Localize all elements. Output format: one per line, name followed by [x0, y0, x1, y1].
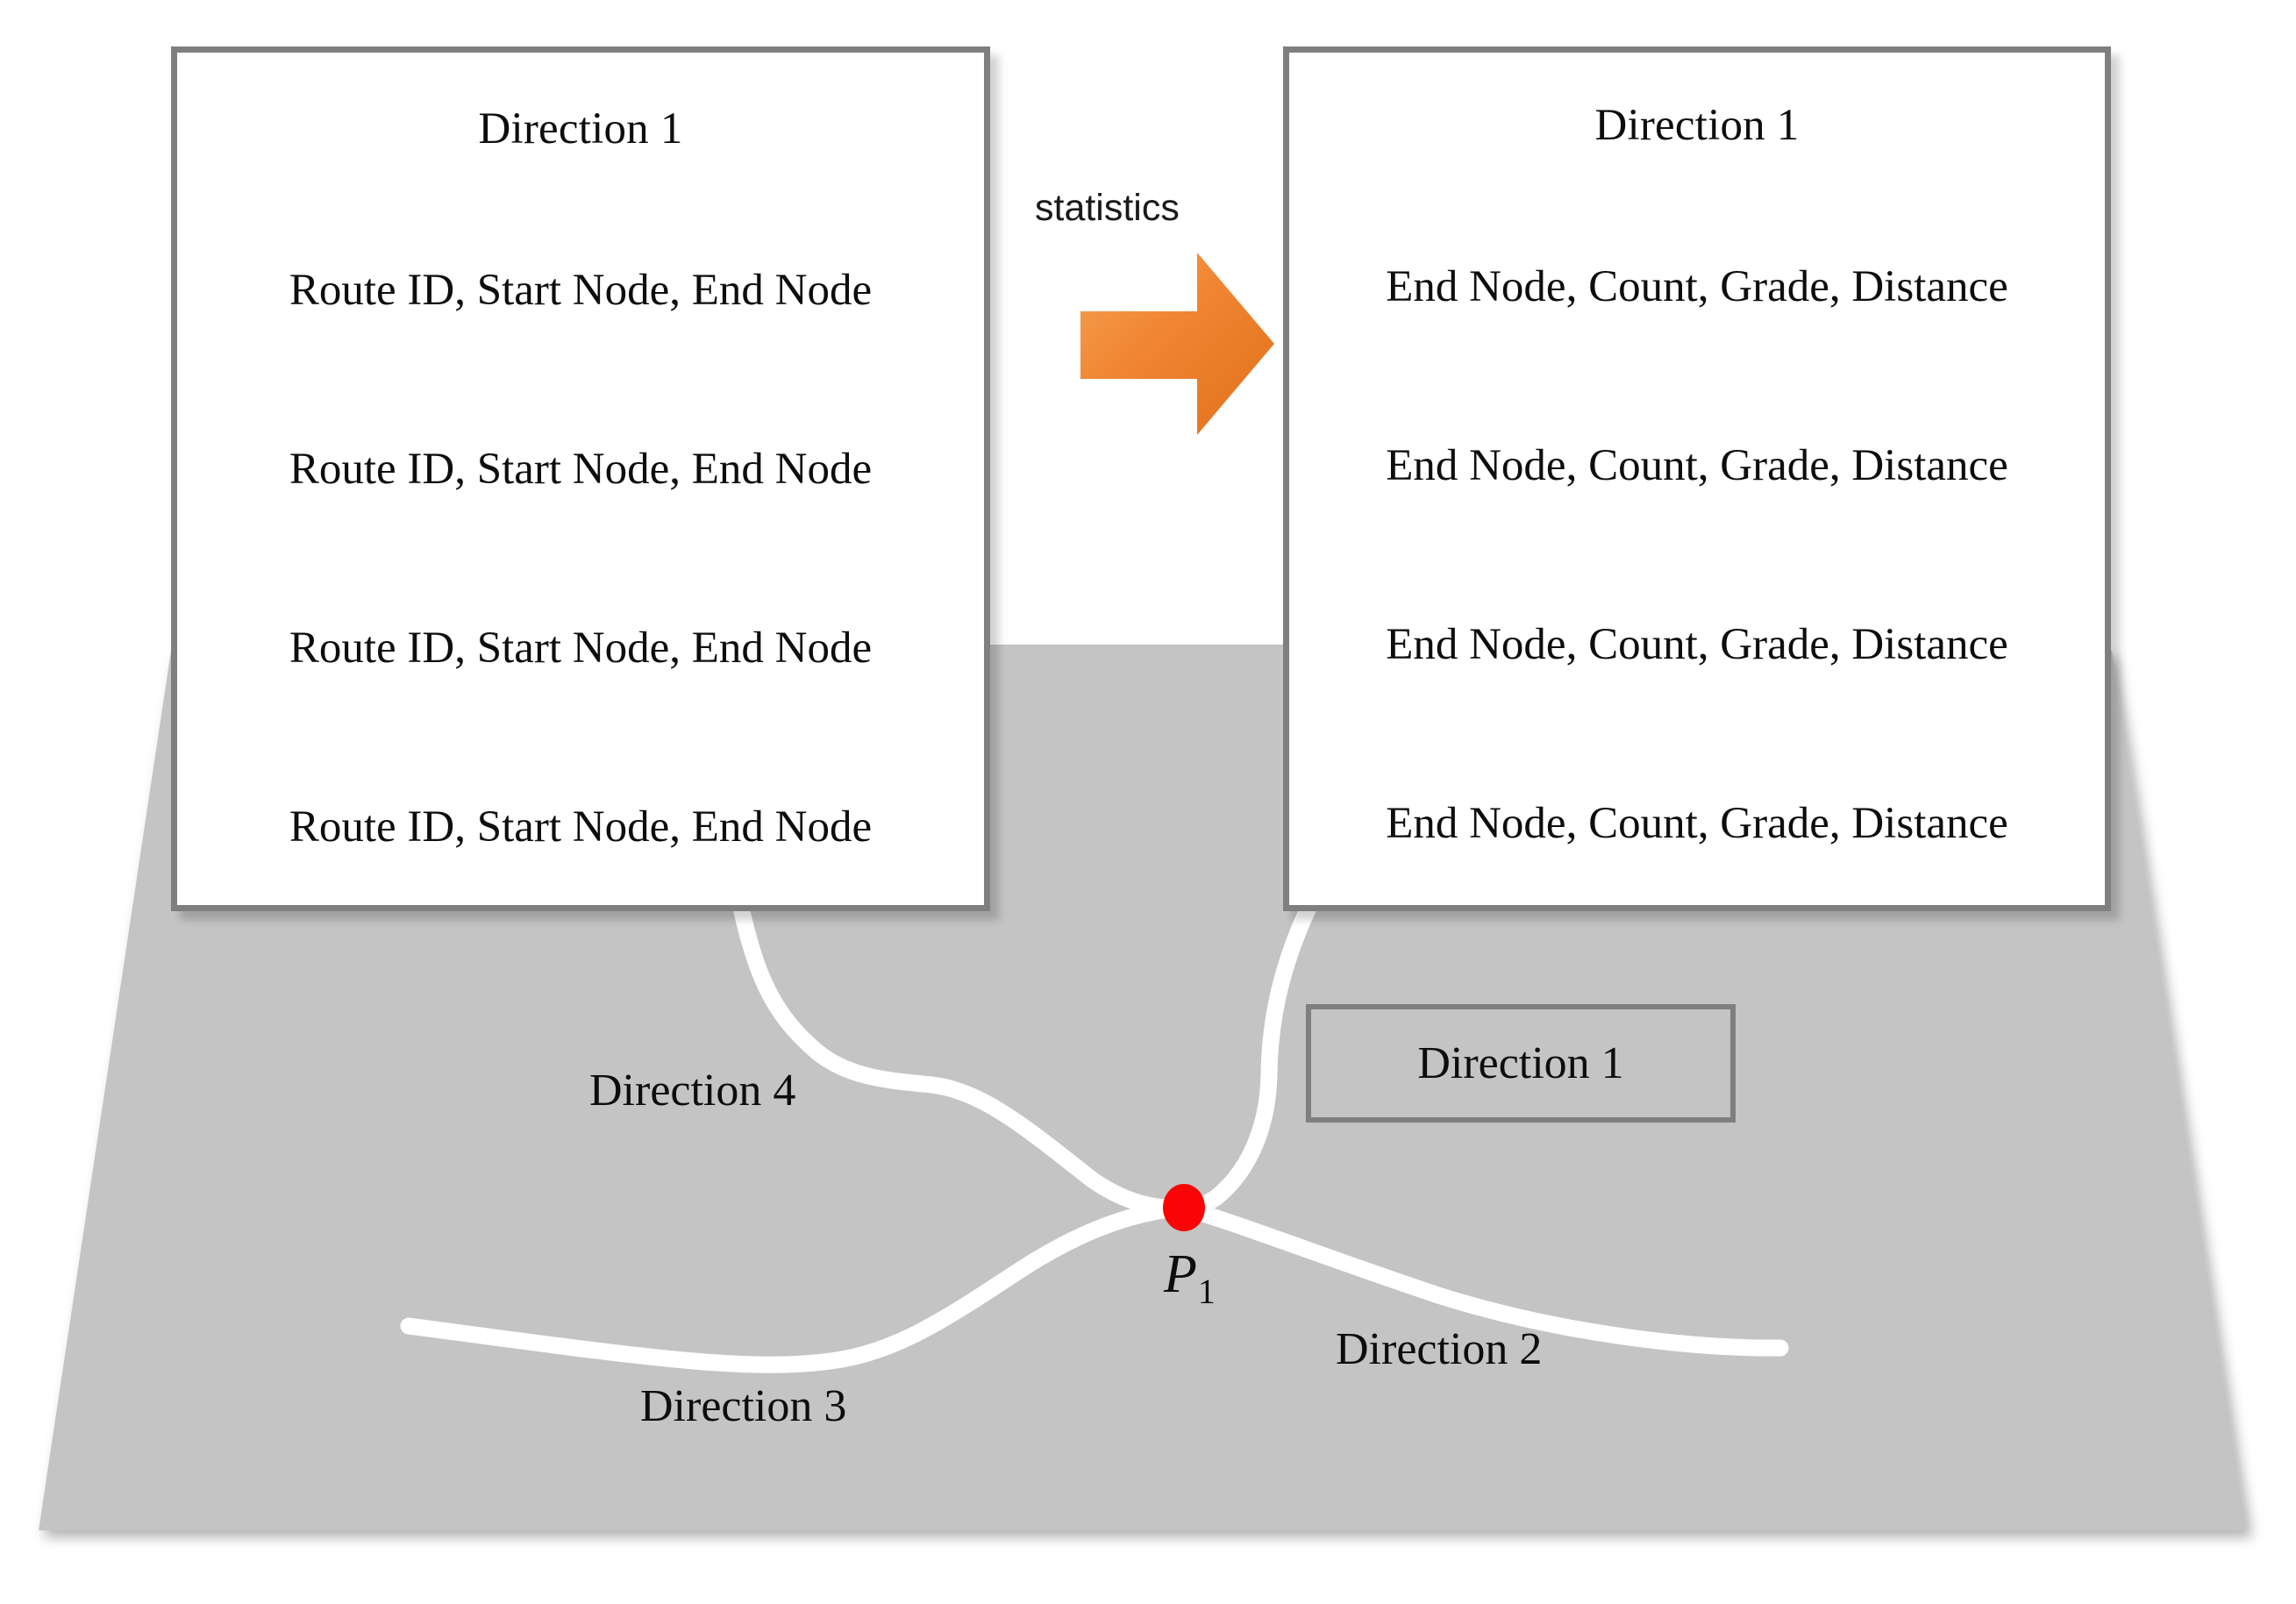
- label-direction-3: Direction 3: [640, 1381, 847, 1431]
- road-network: [400, 899, 1789, 1373]
- routes-panel: Direction 1 Route ID, Start Node, End No…: [171, 46, 990, 911]
- statistics-panel: Direction 1 End Node, Count, Grade, Dist…: [1283, 46, 2111, 911]
- statistics-row-list: End Node, Count, Grade, Distance End Nod…: [1289, 197, 2105, 913]
- junction-node-subscript: 1: [1197, 1272, 1216, 1312]
- statistics-row: End Node, Count, Grade, Distance: [1386, 440, 2008, 490]
- statistics-panel-title: Direction 1: [1594, 101, 1800, 150]
- routes-row: Route ID, Start Node, End Node: [289, 444, 873, 494]
- road-direction-4: [732, 899, 1193, 1216]
- junction-node-marker: [1163, 1184, 1205, 1231]
- routes-panel-title: Direction 1: [478, 104, 683, 153]
- statistics-row: End Node, Count, Grade, Distance: [1386, 619, 2008, 669]
- label-direction-4: Direction 4: [589, 1066, 796, 1116]
- direction-1-callout: Direction 1: [1306, 1004, 1736, 1123]
- routes-row: Route ID, Start Node, End Node: [289, 623, 873, 673]
- routes-row-list: Route ID, Start Node, End Node Route ID,…: [177, 201, 984, 916]
- road-direction-2: [1175, 1199, 1789, 1357]
- label-direction-2: Direction 2: [1336, 1324, 1543, 1374]
- routes-row: Route ID, Start Node, End Node: [289, 265, 873, 315]
- routes-row: Route ID, Start Node, End Node: [289, 802, 873, 852]
- junction-node-symbol: P: [1164, 1244, 1197, 1304]
- direction-1-callout-label: Direction 1: [1417, 1037, 1624, 1088]
- statistics-row: End Node, Count, Grade, Distance: [1386, 261, 2008, 311]
- road-direction-1: [1175, 899, 1317, 1216]
- statistics-label: statistics: [1035, 187, 1180, 229]
- right-arrow-icon: [1080, 253, 1274, 435]
- road-direction-3: [400, 1199, 1193, 1373]
- junction-node-label: P1: [1164, 1244, 1216, 1312]
- statistics-row: End Node, Count, Grade, Distance: [1386, 798, 2008, 848]
